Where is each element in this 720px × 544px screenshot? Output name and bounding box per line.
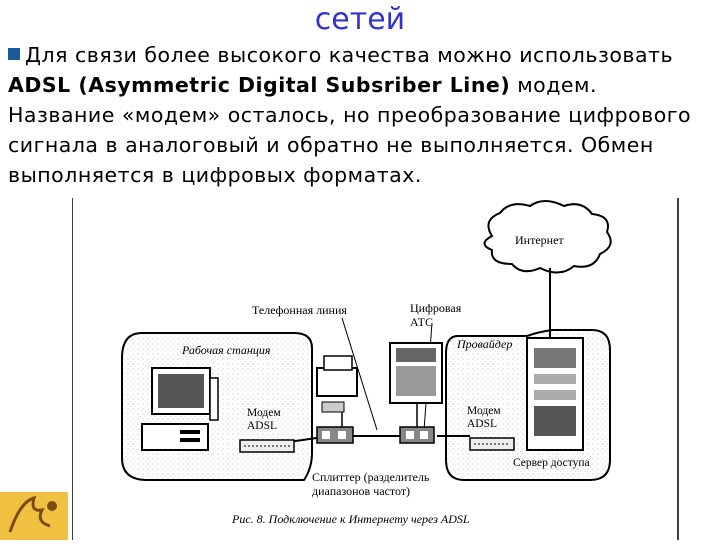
bullet-paragraph: Для связи более высокого качества можно …: [8, 40, 708, 190]
workstation-label: Рабочая станция: [181, 343, 271, 357]
splitter-left-icon: [317, 427, 353, 443]
internet-cloud-icon: Интернет: [485, 201, 611, 273]
splitter-label-2: диапазонов частот): [312, 484, 410, 498]
splitter-right-icon: [400, 427, 434, 443]
provider-modem-icon: [470, 438, 514, 450]
slide-title: сетей: [0, 0, 720, 40]
modem-left-label-2: ADSL: [247, 420, 277, 432]
digital-atc-label-1: Цифровая: [410, 301, 462, 315]
phone-line-label: Телефонная линия: [252, 303, 347, 317]
figure-caption: Рис. 8. Подключение к Интернету через AD…: [231, 512, 470, 526]
splitter-label-1: Сплиттер (разделитель: [312, 470, 430, 484]
logo: [0, 492, 68, 540]
bullet-text-prefix: Для связи более высокого качества можно …: [25, 43, 673, 67]
bullet-text-bold: ADSL (Asymmetric Digital Subsriber Line): [8, 73, 510, 97]
access-server-icon: [527, 338, 583, 450]
modem-left-label-1: Модем: [247, 407, 281, 419]
bullet-square-icon: [8, 48, 20, 60]
adsl-diagram: Интернет Телефонная линия Цифровая АТС Р…: [72, 198, 680, 540]
access-server-label: Сервер доступа: [513, 457, 590, 469]
provider-label: Провайдер: [456, 337, 512, 351]
digital-atc-label-2: АТС: [410, 315, 433, 329]
internet-label: Интернет: [515, 233, 564, 247]
modem-right-label-1: Модем: [467, 405, 501, 417]
digital-atc-icon: [390, 343, 442, 403]
modem-right-label-2: ADSL: [467, 418, 497, 430]
phone-icon: [317, 356, 357, 412]
